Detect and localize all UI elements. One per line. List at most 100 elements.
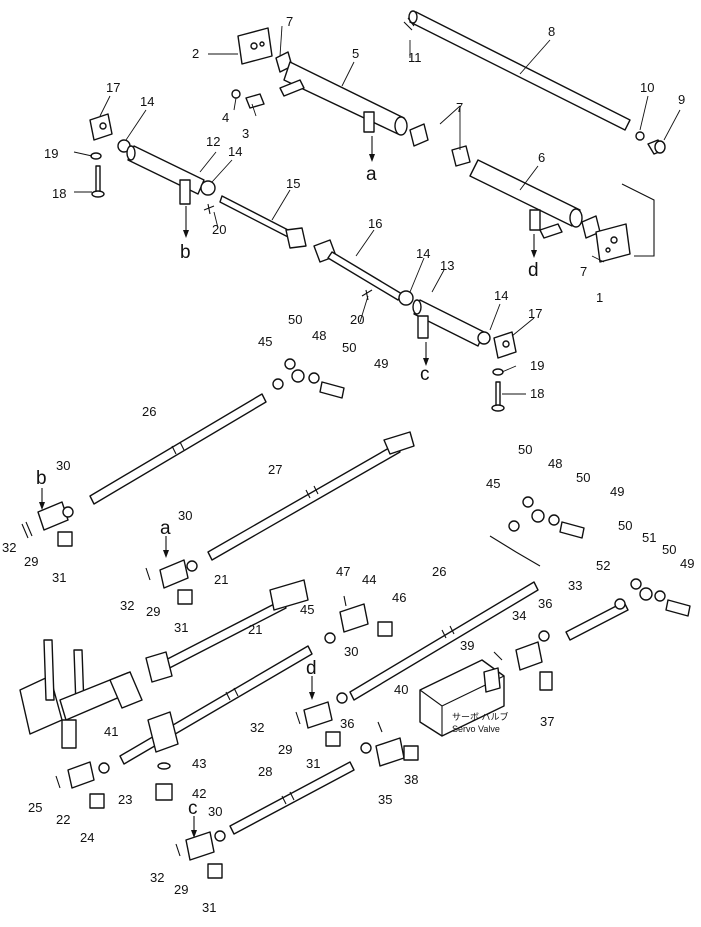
callout-41: 41	[104, 724, 118, 739]
callout-23: 23	[118, 792, 132, 807]
callout-48-a: 48	[312, 328, 326, 343]
callout-31-a: 31	[52, 570, 66, 585]
part-8-rod	[408, 10, 631, 131]
callout-31-d: 31	[202, 900, 216, 915]
ref-a-lower: a	[160, 518, 171, 539]
callout-7-top: 7	[286, 14, 293, 29]
callout-19-b: 19	[530, 358, 544, 373]
callout-45-a: 45	[258, 334, 272, 349]
callout-50-a: 50	[288, 312, 302, 327]
callout-30-d: 30	[208, 804, 222, 819]
callout-51: 51	[642, 530, 656, 545]
callout-32-a: 32	[2, 540, 16, 555]
callout-12: 12	[206, 134, 220, 149]
callout-7-middle: 7	[456, 100, 463, 115]
callout-33: 33	[568, 578, 582, 593]
callout-4: 4	[222, 110, 229, 125]
callout-29-c: 29	[278, 742, 292, 757]
reference-letters: a b c d a b c d	[36, 164, 539, 819]
base-bracket	[19, 639, 173, 749]
callout-15: 15	[286, 176, 300, 191]
callout-14-a: 14	[140, 94, 154, 109]
ref-d-top: d	[528, 260, 539, 281]
callout-11: 11	[408, 50, 422, 65]
callout-50-d: 50	[576, 470, 590, 485]
callout-9: 9	[678, 92, 685, 107]
callout-16: 16	[368, 216, 382, 231]
callout-36-a: 36	[538, 596, 552, 611]
callout-39: 39	[460, 638, 474, 653]
part-26-rod-lower	[349, 581, 539, 701]
callout-1: 1	[596, 290, 603, 305]
ref-c-lower: c	[188, 798, 198, 819]
callout-28: 28	[258, 764, 272, 779]
callout-40: 40	[394, 682, 408, 697]
leader-lines	[73, 25, 681, 395]
part-21-rod-upper	[149, 579, 309, 677]
callout-20-a: 20	[212, 222, 226, 237]
callout-50-f: 50	[662, 542, 676, 557]
callout-48-b: 48	[548, 456, 562, 471]
callout-29-b: 29	[146, 604, 160, 619]
callout-38: 38	[404, 772, 418, 787]
callout-13: 13	[440, 258, 454, 273]
callout-14-d: 14	[494, 288, 508, 303]
callout-5: 5	[352, 46, 359, 61]
callout-14-c: 14	[416, 246, 430, 261]
ref-b-top: b	[180, 242, 191, 263]
callout-21-a: 21	[214, 572, 228, 587]
callout-45-b: 45	[486, 476, 500, 491]
callout-26-b: 26	[432, 564, 446, 579]
callout-22: 22	[56, 812, 70, 827]
callout-10: 10	[640, 80, 654, 95]
callout-34: 34	[512, 608, 526, 623]
part-9-bolt	[647, 139, 666, 155]
callout-18-b: 18	[530, 386, 544, 401]
ref-d-lower: d	[306, 658, 317, 679]
callout-31-b: 31	[174, 620, 188, 635]
callout-49-c: 49	[680, 556, 694, 571]
callout-50-c: 50	[518, 442, 532, 457]
callout-32-c: 32	[250, 720, 264, 735]
callout-50-b: 50	[342, 340, 356, 355]
servo-valve-label-en: Servo Valve	[452, 724, 500, 734]
callout-25: 25	[28, 800, 42, 815]
callout-numbers: 1 2 3 4 5 6 7 7 7 8 9 10 11 12 13 14 14 …	[2, 14, 694, 915]
callout-19-a: 19	[44, 146, 58, 161]
part-27-rod	[207, 443, 401, 561]
callout-31-c: 31	[306, 756, 320, 771]
callout-37: 37	[540, 714, 554, 729]
part-28-rod	[229, 761, 355, 835]
ref-b-lower: b	[36, 468, 47, 489]
callout-49-a: 49	[374, 356, 388, 371]
callout-26-a: 26	[142, 404, 156, 419]
callout-2: 2	[192, 46, 199, 61]
part-13-tube	[412, 299, 485, 347]
callout-44: 44	[362, 572, 376, 587]
callout-36-b: 36	[340, 716, 354, 731]
callout-52: 52	[596, 558, 610, 573]
callout-46: 46	[392, 590, 406, 605]
callout-30-a: 30	[56, 458, 70, 473]
callout-49-b: 49	[610, 484, 624, 499]
callout-7-right: 7	[580, 264, 587, 279]
callout-8: 8	[548, 24, 555, 39]
callout-21-b: 21	[248, 622, 262, 637]
part-6-tube	[469, 159, 583, 239]
callout-29-d: 29	[174, 882, 188, 897]
callout-30-c: 30	[344, 644, 358, 659]
callout-6: 6	[538, 150, 545, 165]
callout-50-e: 50	[618, 518, 632, 533]
callout-30-b: 30	[178, 508, 192, 523]
callout-27: 27	[268, 462, 282, 477]
callout-32-d: 32	[150, 870, 164, 885]
ref-a-top: a	[366, 164, 377, 185]
callout-45-c: 45	[300, 602, 314, 617]
callout-29-a: 29	[24, 554, 38, 569]
callout-35: 35	[378, 792, 392, 807]
callout-47: 47	[336, 564, 350, 579]
part-12-tube	[126, 145, 205, 205]
callout-32-b: 32	[120, 598, 134, 613]
